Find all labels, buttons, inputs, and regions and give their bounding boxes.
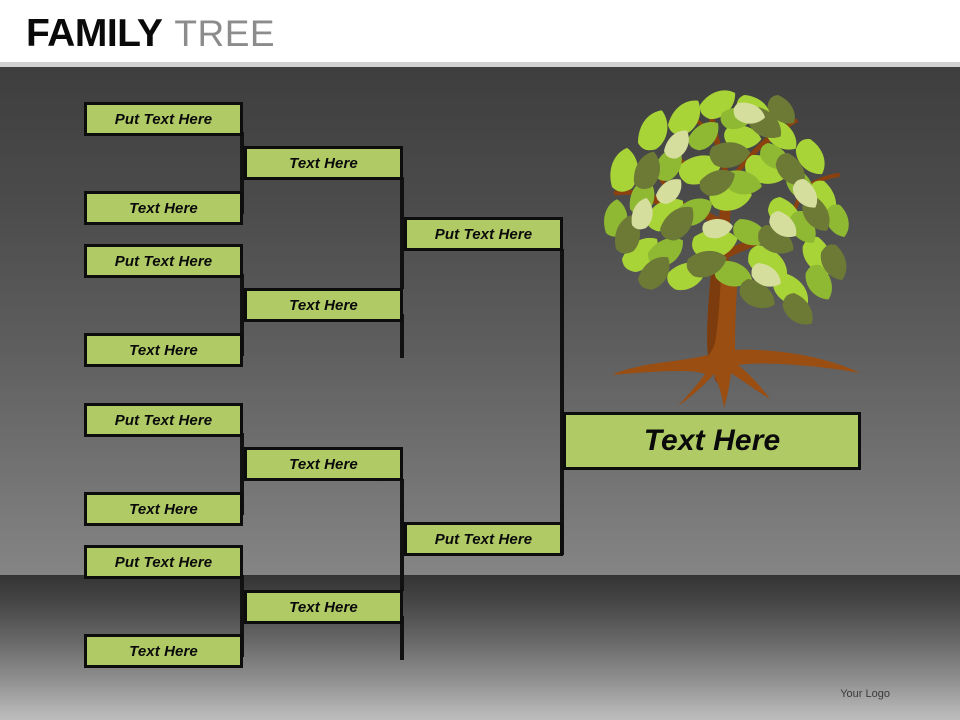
connector-l2-4-to-l3-bottom xyxy=(400,616,404,660)
node-label: Text Here xyxy=(289,598,358,616)
node-l2-4[interactable]: Text Here xyxy=(244,590,403,624)
node-l1-6[interactable]: Text Here xyxy=(84,492,243,526)
connector-l3-bottom-to-root xyxy=(560,403,564,555)
node-l1-7[interactable]: Put Text Here xyxy=(84,545,243,579)
node-label: Text Here xyxy=(129,500,198,518)
node-l2-3[interactable]: Text Here xyxy=(244,447,403,481)
connector-l2-1-to-l3-top xyxy=(400,177,404,289)
node-l3-bottom[interactable]: Put Text Here xyxy=(404,522,563,556)
node-l2-1[interactable]: Text Here xyxy=(244,146,403,180)
node-l1-3[interactable]: Put Text Here xyxy=(84,244,243,278)
node-label: Text Here xyxy=(129,642,198,660)
node-l3-top[interactable]: Put Text Here xyxy=(404,217,563,251)
header-divider xyxy=(0,62,960,67)
node-label: Put Text Here xyxy=(114,252,213,270)
title-secondary: TREE xyxy=(174,13,276,54)
node-l2-2[interactable]: Text Here xyxy=(244,288,403,322)
logo-placeholder: Your Logo xyxy=(840,688,890,700)
node-label: Text Here xyxy=(289,455,358,473)
node-label: Put Text Here xyxy=(114,553,213,571)
node-root[interactable]: Text Here xyxy=(563,412,861,470)
node-label: Text Here xyxy=(643,424,781,457)
connector-l2-2-to-l3-top xyxy=(400,314,404,358)
slide-header: FAMILY TREE xyxy=(0,0,960,62)
connector-l2-3-to-l3-bottom xyxy=(400,479,404,591)
node-l1-4[interactable]: Text Here xyxy=(84,333,243,367)
node-l1-2[interactable]: Text Here xyxy=(84,191,243,225)
node-l1-5[interactable]: Put Text Here xyxy=(84,403,243,437)
page-title: FAMILY TREE xyxy=(26,12,275,56)
node-label: Text Here xyxy=(289,154,358,172)
connector-l3-top-to-root xyxy=(560,249,564,416)
node-label: Text Here xyxy=(289,296,358,314)
title-primary: FAMILY xyxy=(26,12,163,55)
connector-l1-3-to-l2-2 xyxy=(240,274,244,356)
slide-body: Put Text Here Text Here Put Text Here Te… xyxy=(0,67,960,720)
node-label: Put Text Here xyxy=(434,225,533,243)
connector-l1-5-to-l2-3 xyxy=(240,433,244,515)
node-label: Text Here xyxy=(129,199,198,217)
node-label: Put Text Here xyxy=(114,411,213,429)
node-label: Put Text Here xyxy=(434,530,533,548)
connector-l1-7-to-l2-4 xyxy=(240,575,244,657)
node-l1-1[interactable]: Put Text Here xyxy=(84,102,243,136)
connector-l1-1-to-l2-1 xyxy=(240,132,244,214)
node-label: Text Here xyxy=(129,341,198,359)
node-label: Put Text Here xyxy=(114,110,213,128)
node-l1-8[interactable]: Text Here xyxy=(84,634,243,668)
